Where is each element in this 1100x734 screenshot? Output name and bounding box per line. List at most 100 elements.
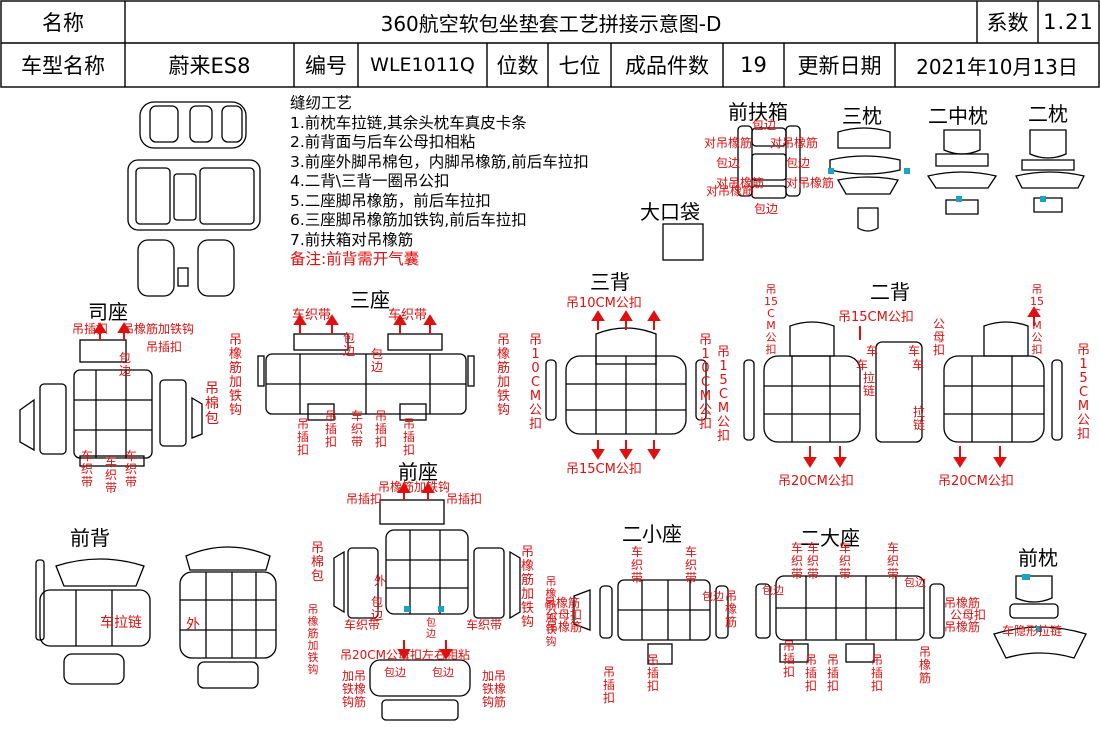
front-seat-note: 加吊铁橡钩筋 [341,669,366,709]
name-label: 名称 [42,11,84,35]
second-small-note: 包边 [702,590,724,603]
second-back-note: 车 [856,358,869,372]
pieces-label: 成品件数 [625,54,709,78]
title-second-mid-headrest: 二中枕 [928,104,988,128]
armrest-note: 包边 [752,118,777,132]
front-seat-note: 包边 [432,666,454,679]
second-small-note: 公母扣 [546,608,583,622]
second-back-note: 拉链 [862,371,875,398]
coef-label: 系数 [986,11,1029,35]
armrest-note: 对吊橡筋 [706,184,755,198]
front-seat-note: 包边 [426,618,436,640]
driver-note: 吊插扣 [146,340,183,354]
title-second-headrest: 二枕 [1028,102,1068,126]
second-back-note: 吊20CM公扣 [938,474,1014,489]
front-seat-note: 吊20CM公母扣左右相粘 [340,648,471,662]
title-second-back: 二背 [870,280,910,304]
driver-note: 吊插扣 [72,322,109,336]
second-headrest-pattern [1015,129,1085,213]
second-back-note: 吊15CM公扣 [1076,343,1090,442]
front-seat-note: 吊棉包 [310,541,324,584]
car-overview-icon [127,101,261,297]
second-big-note: 车织带 [886,541,899,581]
seats-value: 七位 [558,54,601,78]
second-big-note: 吊插扣 [782,639,795,679]
third-headrest-pattern [829,127,901,232]
third-seat-note: 包边 [370,347,383,374]
big-pocket-pattern [662,223,704,261]
third-seat-note: 包边 [342,331,355,358]
second-back-note: 吊15CM公扣 [838,310,914,325]
third-back-note: 吊15CM公扣 [716,345,730,444]
title-front-armrest: 前扶箱 [728,100,788,124]
third-back-note: 吊10CM公扣 [528,333,542,432]
front-back-pattern [35,546,277,689]
title-driver-seat: 司座 [88,300,128,324]
title-front-back: 前背 [70,526,110,550]
second-back-note: 车 [866,344,879,358]
front-seat-note: 吊插扣 [346,492,383,506]
second-back-note: 公母扣 [932,317,945,357]
front-seat-note: 车织带 [466,618,503,632]
third-seat-note: 吊插扣 [324,409,337,449]
second-big-note: 吊插扣 [804,653,817,693]
coef-value: 1.21 [1043,10,1094,34]
title-front-seat: 前座 [398,460,438,484]
third-seat-pattern [257,333,475,421]
driver-note: 车织带 [124,449,137,489]
title-third-headrest: 三枕 [842,104,882,128]
note-line: 5.二座脚吊橡筋，前后车拉扣 [290,191,491,210]
second-big-note: 车织带 [790,541,803,581]
title-front-headrest: 前枕 [1018,546,1058,570]
second-small-note: 吊橡筋 [546,620,583,634]
front-seat-note: 吊橡筋加铁钩 [545,575,557,648]
second-big-note: 吊插扣 [826,653,839,693]
second-big-note: 公母扣 [950,608,987,622]
second-big-note: 吊插扣 [870,653,883,693]
third-back-note: 吊10CM公扣 [566,296,642,311]
pull-arrows [93,306,1041,660]
front-seat-note: 吊橡筋加铁钩 [520,545,534,630]
second-back-note: 吊15CM公扣 [1030,283,1044,356]
third-back-note: 吊15CM公扣 [566,462,642,477]
note-line: 7.前扶箱对吊橡筋 [290,230,414,249]
second-big-note: 车织带 [838,541,851,581]
title-big-pocket: 大口袋 [640,200,700,224]
second-small-note: 吊插扣 [602,665,615,705]
third-back-pattern [545,327,707,435]
front-headrest-note: 车隐形拉链 [1002,624,1063,638]
armrest-note: 包边 [716,156,741,170]
seats-label: 位数 [496,54,539,78]
third-seat-note: 车织带 [292,308,332,323]
second-big-note: 包边 [762,584,784,597]
second-big-note: 包边 [904,576,926,589]
second-back-note: 车 [912,358,925,372]
third-seat-note: 车织带 [388,308,428,323]
title-second-big-seat: 二大座 [800,526,860,550]
second-small-note: 吊橡筋 [544,596,581,610]
second-back-note: 吊15CM公扣 [764,283,778,356]
second-back-note: 车 [908,344,921,358]
third-back-note: 吊10CM公扣 [698,333,712,432]
front-headrest-pattern [993,575,1087,659]
armrest-note: 包边 [786,156,811,170]
date-label: 更新日期 [797,54,882,78]
pieces-value: 19 [740,53,767,77]
second-big-note: 吊橡筋 [944,620,981,634]
front-seat-note: 包边 [384,666,406,679]
front-seat-pattern [333,499,521,721]
armrest-note: 对吊橡筋 [716,176,765,190]
second-mid-headrest-pattern [926,129,998,215]
third-seat-note: 吊插扣 [296,417,309,457]
front-back-note: 外 [186,617,200,633]
code-label: 编号 [305,54,347,78]
third-seat-note: 吊橡筋加铁钩 [496,333,510,418]
second-back-note: 拉链 [912,405,925,432]
note-line: 6.三座脚吊橡筋加铁钩,前后车拉扣 [290,211,527,229]
armrest-note: 对吊橡筋 [770,136,819,150]
armrest-note: 包边 [754,202,779,216]
front-seat-note: 外 [374,574,387,588]
doc-title: 360航空软包坐垫套工艺拼接示意图-D [380,11,722,36]
second-small-note: 车织带 [630,545,643,585]
